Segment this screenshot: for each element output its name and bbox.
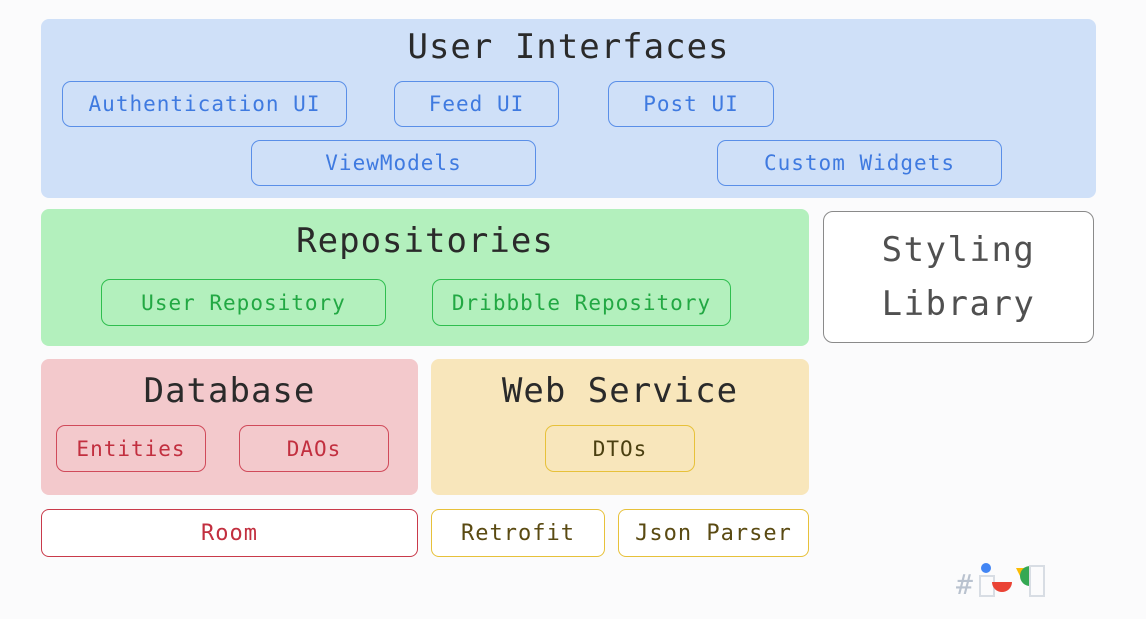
dtos-chip: DTOs <box>545 425 695 472</box>
user-interfaces-layer: User Interfaces Authentication UI Feed U… <box>41 19 1096 198</box>
entities-chip: Entities <box>56 425 206 472</box>
user-interfaces-title: User Interfaces <box>407 27 730 67</box>
viewmodels-chip: ViewModels <box>251 140 536 186</box>
repositories-layer: Repositories User Repository Dribbble Re… <box>41 209 809 346</box>
authentication-ui-chip: Authentication UI <box>62 81 347 127</box>
repositories-title: Repositories <box>296 221 554 261</box>
post-ui-chip: Post UI <box>608 81 774 127</box>
logo-hash-glyph: # <box>956 568 973 600</box>
database-title: Database <box>143 371 316 411</box>
json-parser-library-box: Json Parser <box>618 509 809 557</box>
styling-library-line1: Styling <box>881 230 1036 270</box>
styling-library-box: Styling Library <box>823 211 1094 343</box>
custom-widgets-chip: Custom Widgets <box>717 140 1002 186</box>
styling-library-line2: Library <box>881 284 1036 324</box>
dribbble-repository-chip: Dribbble Repository <box>432 279 731 326</box>
io-logo-icon: # <box>956 560 1050 601</box>
room-library-box: Room <box>41 509 418 557</box>
web-service-title: Web Service <box>501 371 739 411</box>
daos-chip: DAOs <box>239 425 389 472</box>
web-service-layer: Web Service DTOs <box>431 359 809 495</box>
database-layer: Database Entities DAOs <box>41 359 418 495</box>
feed-ui-chip: Feed UI <box>394 81 559 127</box>
user-repository-chip: User Repository <box>101 279 386 326</box>
retrofit-library-box: Retrofit <box>431 509 605 557</box>
